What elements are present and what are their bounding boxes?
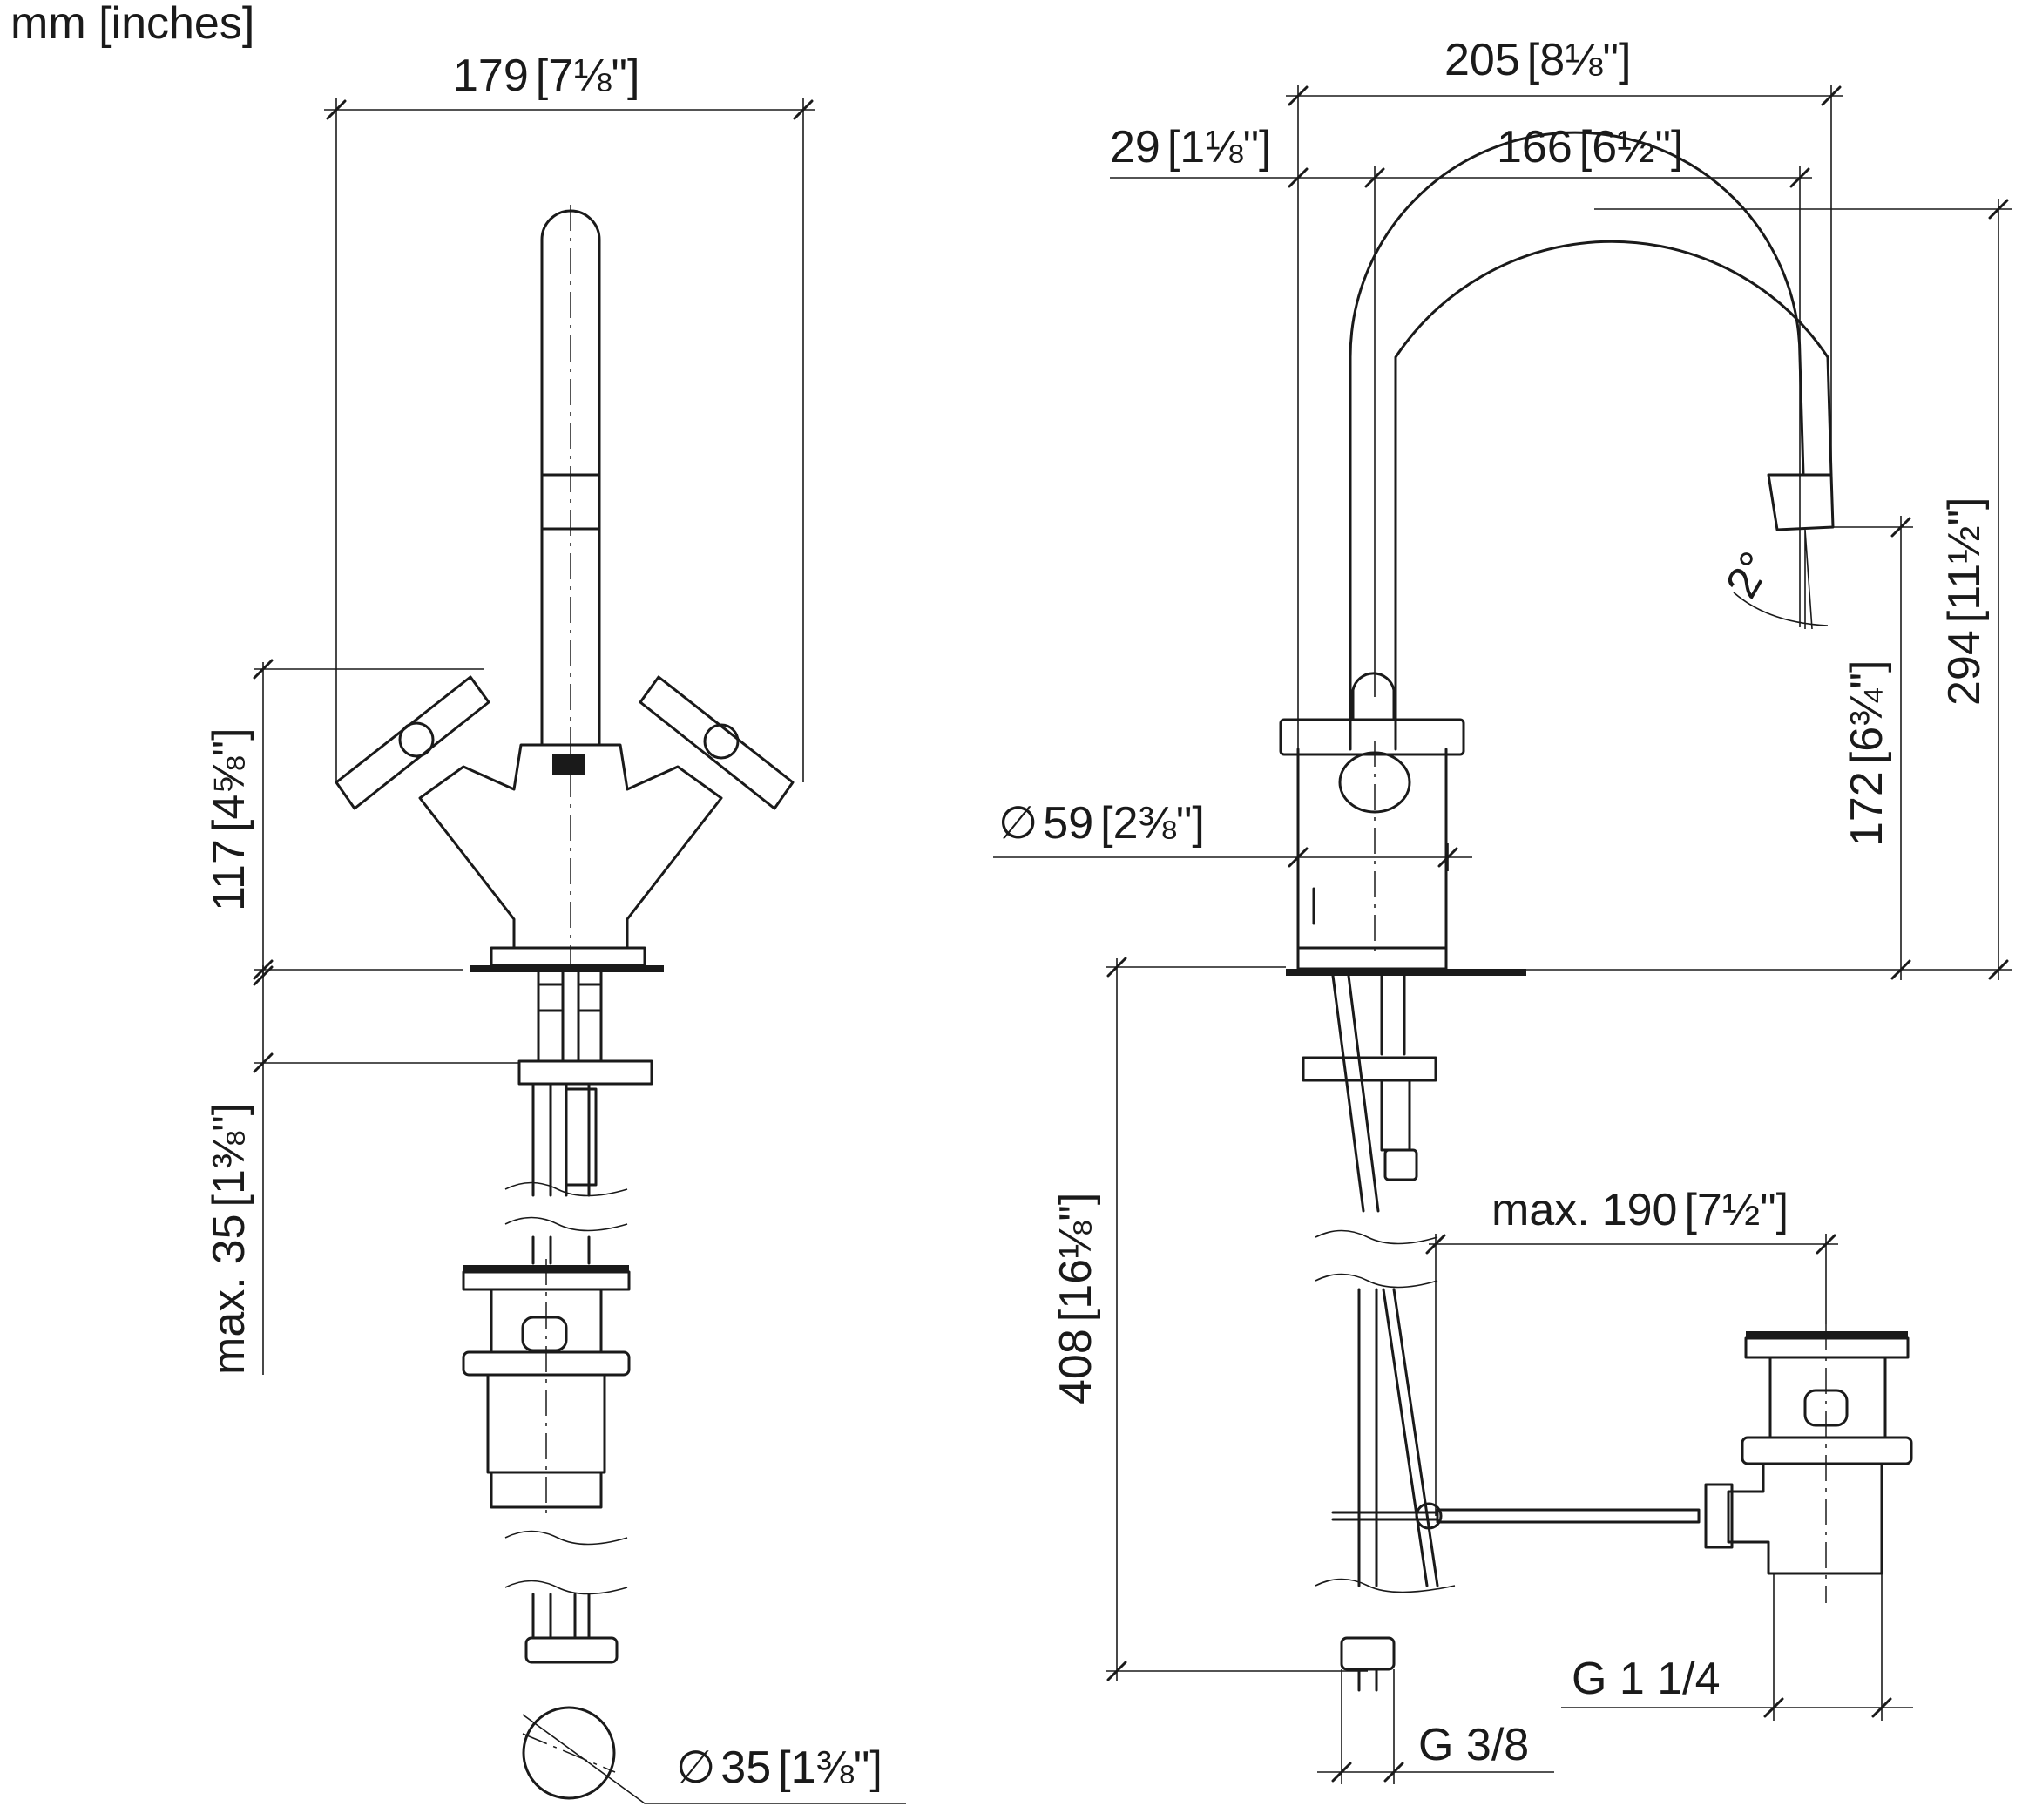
side-supply-length-mm: 408	[1051, 1329, 1101, 1404]
side-height-mm: 294	[1939, 630, 1990, 706]
side-deck-line	[1286, 969, 1526, 976]
side-reach-inch: 6½"	[1592, 122, 1671, 173]
front-supply-nuts	[524, 1636, 619, 1664]
front-handle-height-inch: 4⅝"	[204, 741, 254, 820]
side-supply-nut	[1340, 1636, 1396, 1671]
svg-text:166[6½"]: 166[6½"]	[1497, 122, 1683, 173]
front-pop-up-waste	[462, 1259, 631, 1516]
side-rear-offset-mm: 29	[1110, 122, 1160, 173]
svg-text:29[1⅛"]: 29[1⅛"]	[1110, 122, 1272, 173]
pop-up-rod-circle	[522, 1706, 616, 1800]
unit-label: mm [inches]	[10, 0, 254, 49]
right-cross-handle	[639, 675, 795, 810]
base-dia-mm: 59	[1043, 798, 1093, 849]
side-cross-handle	[1279, 718, 1465, 756]
supply-thread: G 3/8	[1418, 1720, 1529, 1770]
svg-text:172[6¾"]: 172[6¾"]	[1842, 660, 1892, 847]
svg-text:408[16⅛"]: 408[16⅛"]	[1051, 1193, 1101, 1404]
front-width-mm: 179	[453, 51, 529, 101]
svg-text:205[8⅛"]: 205[8⅛"]	[1444, 35, 1631, 85]
side-projection-inch: 8⅛"	[1539, 35, 1619, 85]
drain-distance-mm: 190	[1602, 1185, 1678, 1235]
side-view: 205[8⅛"] 29[1⅛"] 166[6½"] 294[11½"] 172[…	[993, 35, 2012, 1784]
svg-text:∅59[2⅜"]: ∅59[2⅜"]	[998, 798, 1205, 849]
drain-distance-inch: 7½"	[1697, 1185, 1776, 1235]
pop-up-dia-mm: 35	[720, 1742, 771, 1793]
front-view: 179[7⅛"] 117[4⅝"] max.35[1⅜"] ∅35[1⅜"]	[204, 51, 906, 1804]
front-thickness-prefix: max.	[204, 1276, 254, 1375]
spout-angle: 2°	[1716, 544, 1782, 606]
drain-thread: G 1 1/4	[1572, 1654, 1721, 1704]
pop-up-dia-inch: 1⅜"	[791, 1742, 870, 1793]
side-rear-offset-inch: 1⅛"	[1180, 122, 1259, 173]
front-width-inch: 7⅛"	[548, 51, 627, 101]
front-thickness-mm: 35	[204, 1214, 254, 1264]
svg-text:∅35[1⅜"]: ∅35[1⅜"]	[676, 1742, 883, 1793]
side-reach-mm: 166	[1497, 122, 1572, 173]
side-gooseneck-spout	[1349, 131, 1833, 751]
side-outlet-height-mm: 172	[1842, 771, 1892, 847]
front-valve-body	[418, 743, 723, 950]
side-pop-up-waste	[1704, 1324, 1913, 1603]
left-cross-handle	[335, 675, 490, 810]
front-deck-line	[470, 965, 664, 972]
side-projection-mm: 205	[1444, 35, 1520, 85]
side-outlet-height-inch: 6¾"	[1842, 673, 1892, 752]
front-thickness-inch: 1⅜"	[204, 1115, 254, 1194]
brand-plate	[552, 754, 585, 775]
front-spout-tube	[540, 209, 601, 747]
svg-text:max.190[7½"]: max.190[7½"]	[1491, 1185, 1789, 1235]
drain-distance-prefix: max.	[1491, 1185, 1590, 1235]
base-dia-symbol: ∅	[998, 798, 1038, 849]
svg-text:max.35[1⅜"]: max.35[1⅜"]	[204, 1103, 254, 1375]
side-valve-body	[1296, 748, 1448, 950]
base-dia-inch: 2⅜"	[1113, 798, 1193, 849]
front-handle-height-mm: 117	[204, 839, 254, 911]
side-supply-length-inch: 16⅛"	[1051, 1205, 1101, 1309]
pop-up-dia-symbol: ∅	[676, 1742, 715, 1793]
svg-text:117[4⅝"]: 117[4⅝"]	[204, 727, 254, 911]
side-height-inch: 11½"	[1939, 510, 1990, 611]
svg-text:179[7⅛"]: 179[7⅛"]	[453, 51, 639, 101]
svg-text:294[11½"]: 294[11½"]	[1939, 497, 1990, 706]
spout-outlet	[1767, 473, 1835, 531]
